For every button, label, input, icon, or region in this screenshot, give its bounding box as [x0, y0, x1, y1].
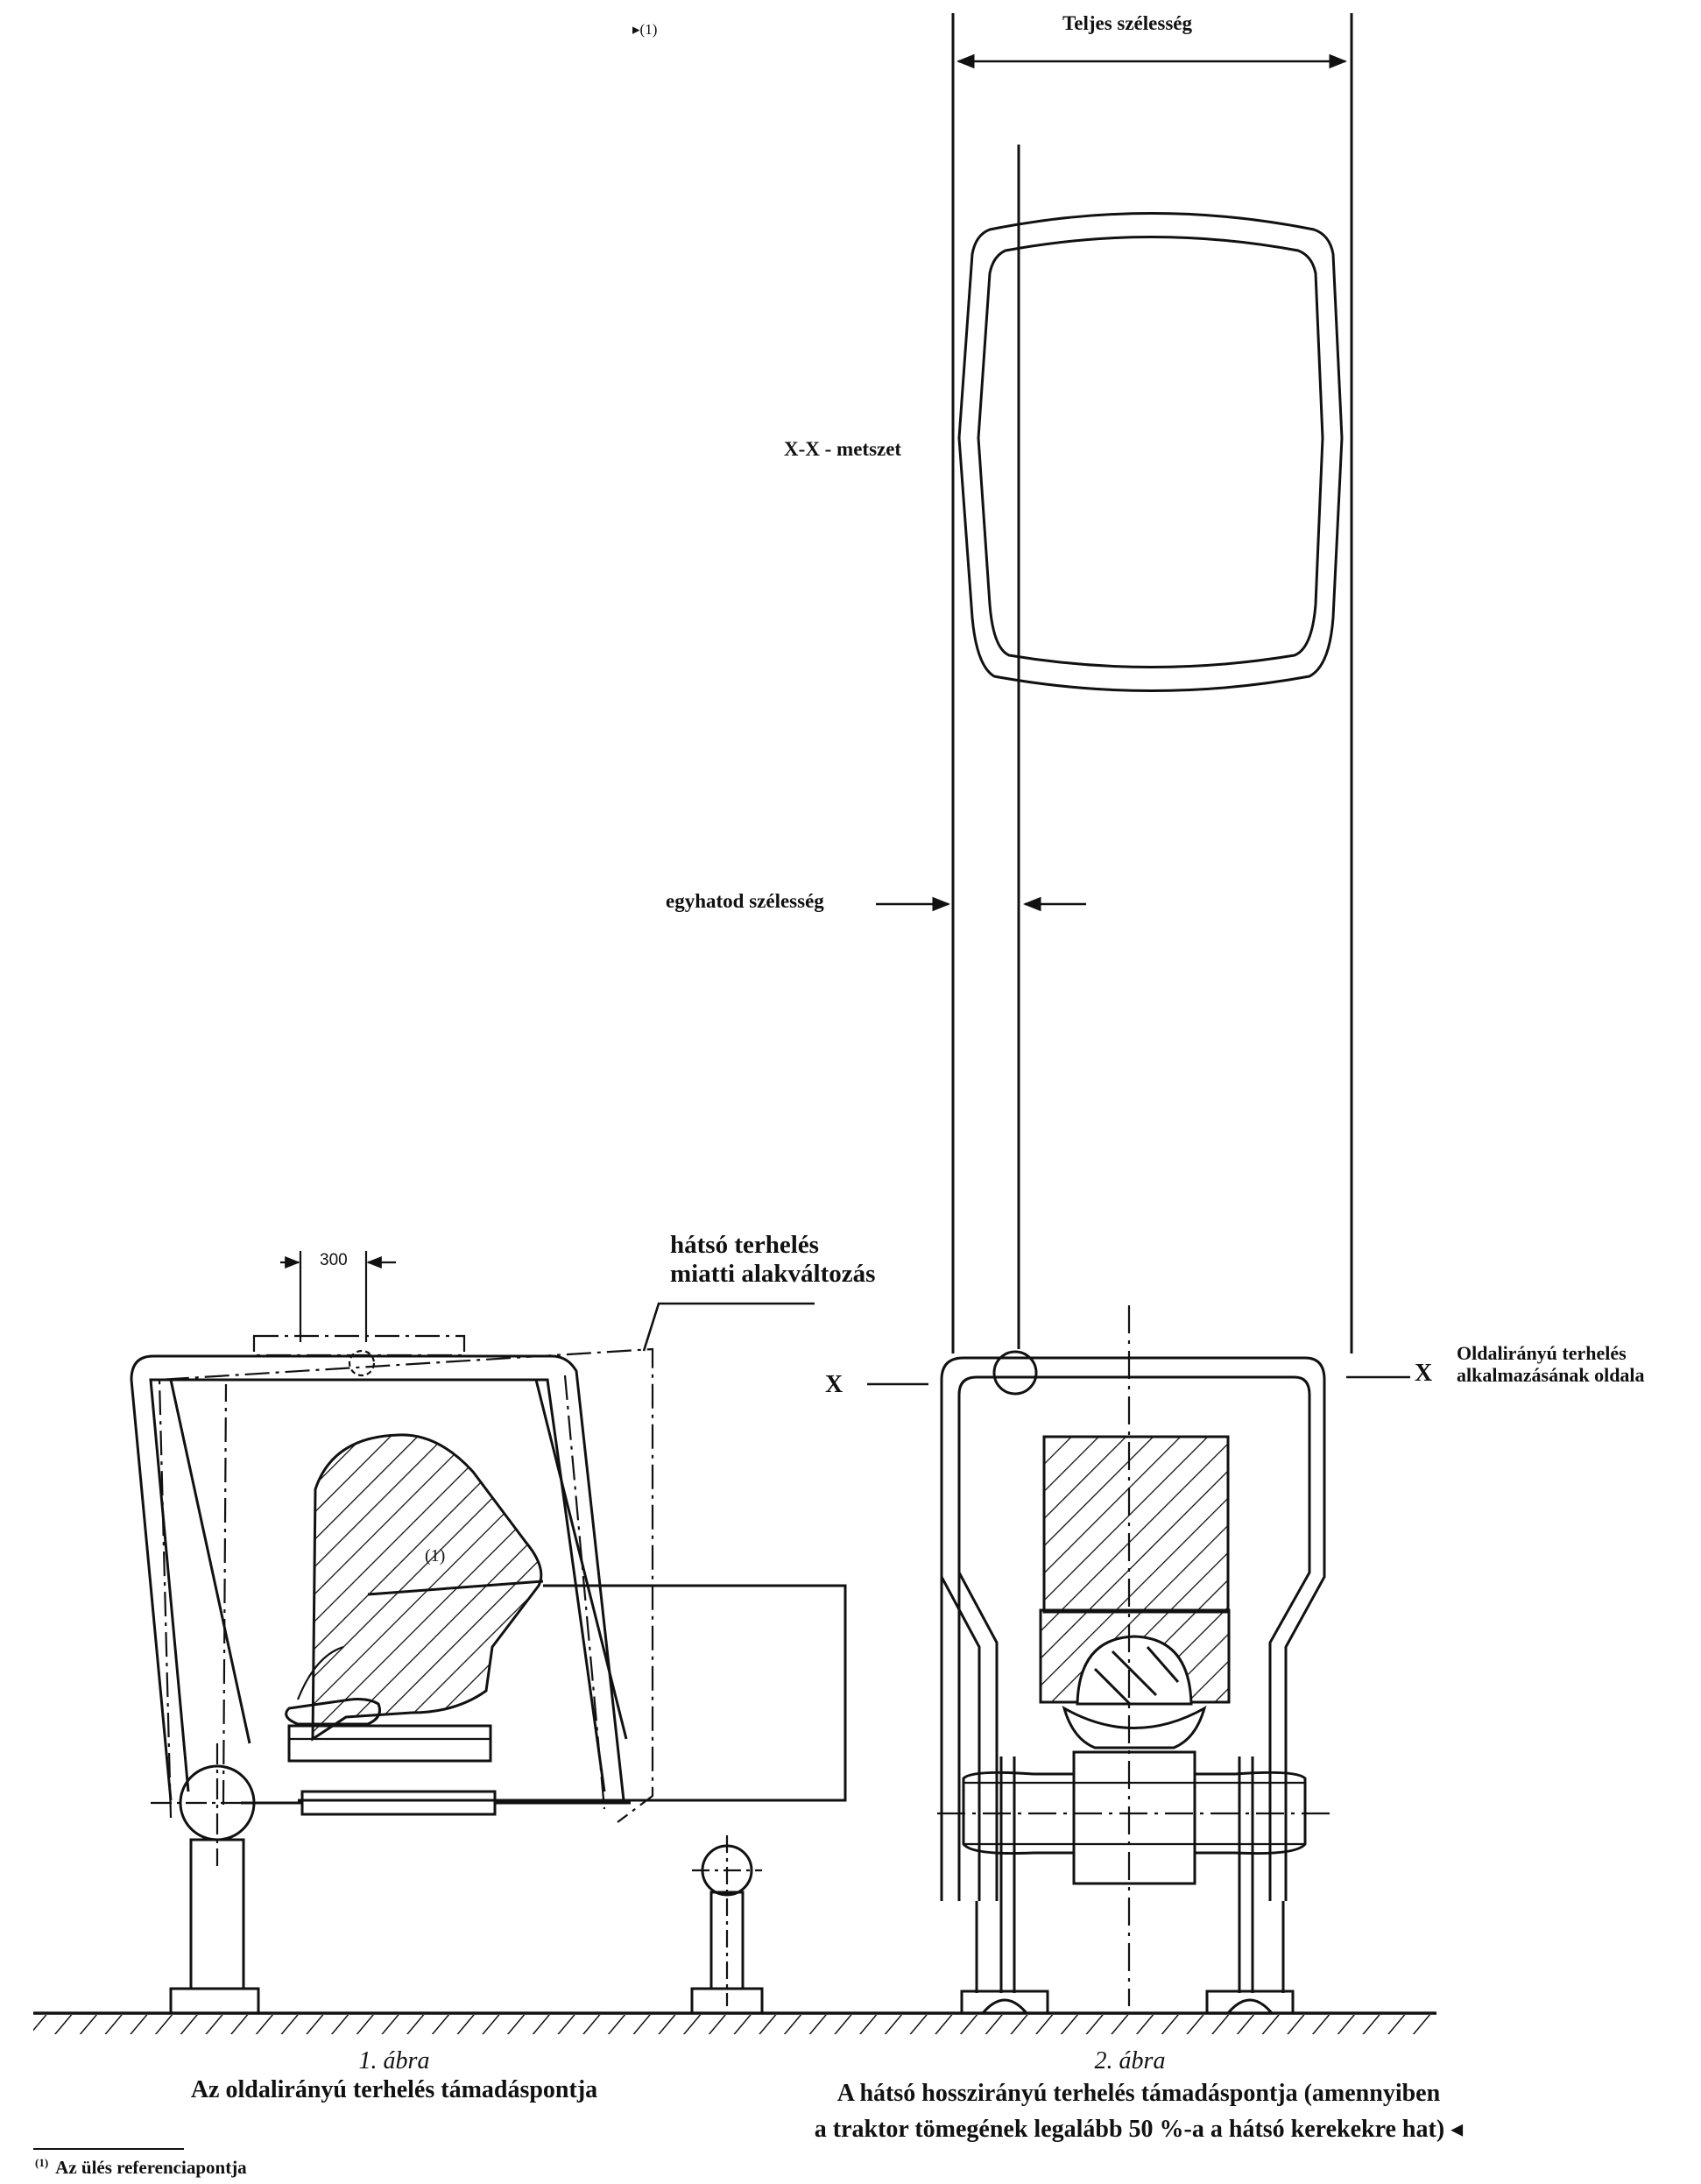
footnote-marker: (1): [35, 2156, 49, 2169]
figure2-caption-line2: a traktor tömegének legalább 50 %-a a há…: [814, 2115, 1464, 2143]
load-point-circle-fig1: [348, 1349, 376, 1377]
full-width-label: Teljes szélesség: [1062, 12, 1192, 34]
seat-backrest-hatched: [1042, 1435, 1230, 1614]
link-bar: [300, 1790, 497, 1816]
cab-section-outer: [957, 212, 1344, 692]
base-pad-right: [1205, 1990, 1295, 2015]
rear-axle-center: [1072, 1750, 1196, 1885]
seat-ref-marker: (1): [425, 1546, 446, 1566]
seat-dome: [1076, 1635, 1193, 1706]
ground: [33, 2011, 1436, 2034]
figure2-drawing: [867, 1305, 1410, 2015]
rops-frame-outer: [940, 1356, 1326, 1901]
base-pad-fig1-left: [169, 1987, 260, 2015]
section-xx-label: X-X - metszet: [784, 438, 902, 460]
rear-axle-left: [962, 1771, 1074, 1855]
figure1-caption: Az oldalirányú terhelés támadáspontja: [190, 2076, 598, 2103]
rops-frame-inner: [957, 1375, 1311, 1901]
base-pad-left: [960, 1990, 1049, 2015]
section-xx-drawing: [876, 13, 1353, 1354]
rear-axle-right: [1195, 1771, 1307, 1855]
x-right-label: X: [1415, 1360, 1433, 1387]
cab-section-inner: [977, 236, 1324, 668]
rear-load-deformation-label: hátsó terhelés miatti alakváltozás: [670, 1231, 875, 1290]
rear-load-deformation-line1: hátsó terhelés: [670, 1231, 819, 1259]
lateral-load-side-line2: alkalmazásának oldala: [1457, 1364, 1645, 1387]
lateral-load-side-label: Oldalirányú terhelés alkalmazásának olda…: [1457, 1342, 1645, 1387]
one-sixth-width-label: egyhatod szélesség: [666, 890, 824, 912]
rear-load-deformation-line2: miatti alakváltozás: [670, 1260, 876, 1289]
x-left-label: X: [825, 1371, 843, 1398]
seat-side-hatched: [311, 1433, 543, 1742]
deformed-frame: [158, 1347, 654, 1823]
lateral-load-side-line1: Oldalirányú terhelés: [1457, 1342, 1627, 1364]
dimension-300-label: 300: [318, 1251, 349, 1270]
figure2-caption-line1: A hátsó hosszirányú terhelés támadáspont…: [836, 2080, 1441, 2107]
figure2-number: 2. ábra: [1094, 2047, 1166, 2074]
footnote: (1) Az ülés referenciapontja: [35, 2156, 247, 2178]
footnote-text: Az ülés referenciapontja: [55, 2157, 247, 2178]
figure1-drawing: [130, 1251, 847, 2015]
load-point-circle: [992, 1350, 1038, 1396]
figure1-number: 1. ábra: [358, 2047, 430, 2074]
figure2-caption: A hátsó hosszirányú terhelés támadáspont…: [762, 2076, 1515, 2147]
rops-side-outer: [130, 1354, 625, 1801]
tractor-body: [298, 1584, 847, 1802]
header-marker: ▸(1): [632, 21, 658, 38]
